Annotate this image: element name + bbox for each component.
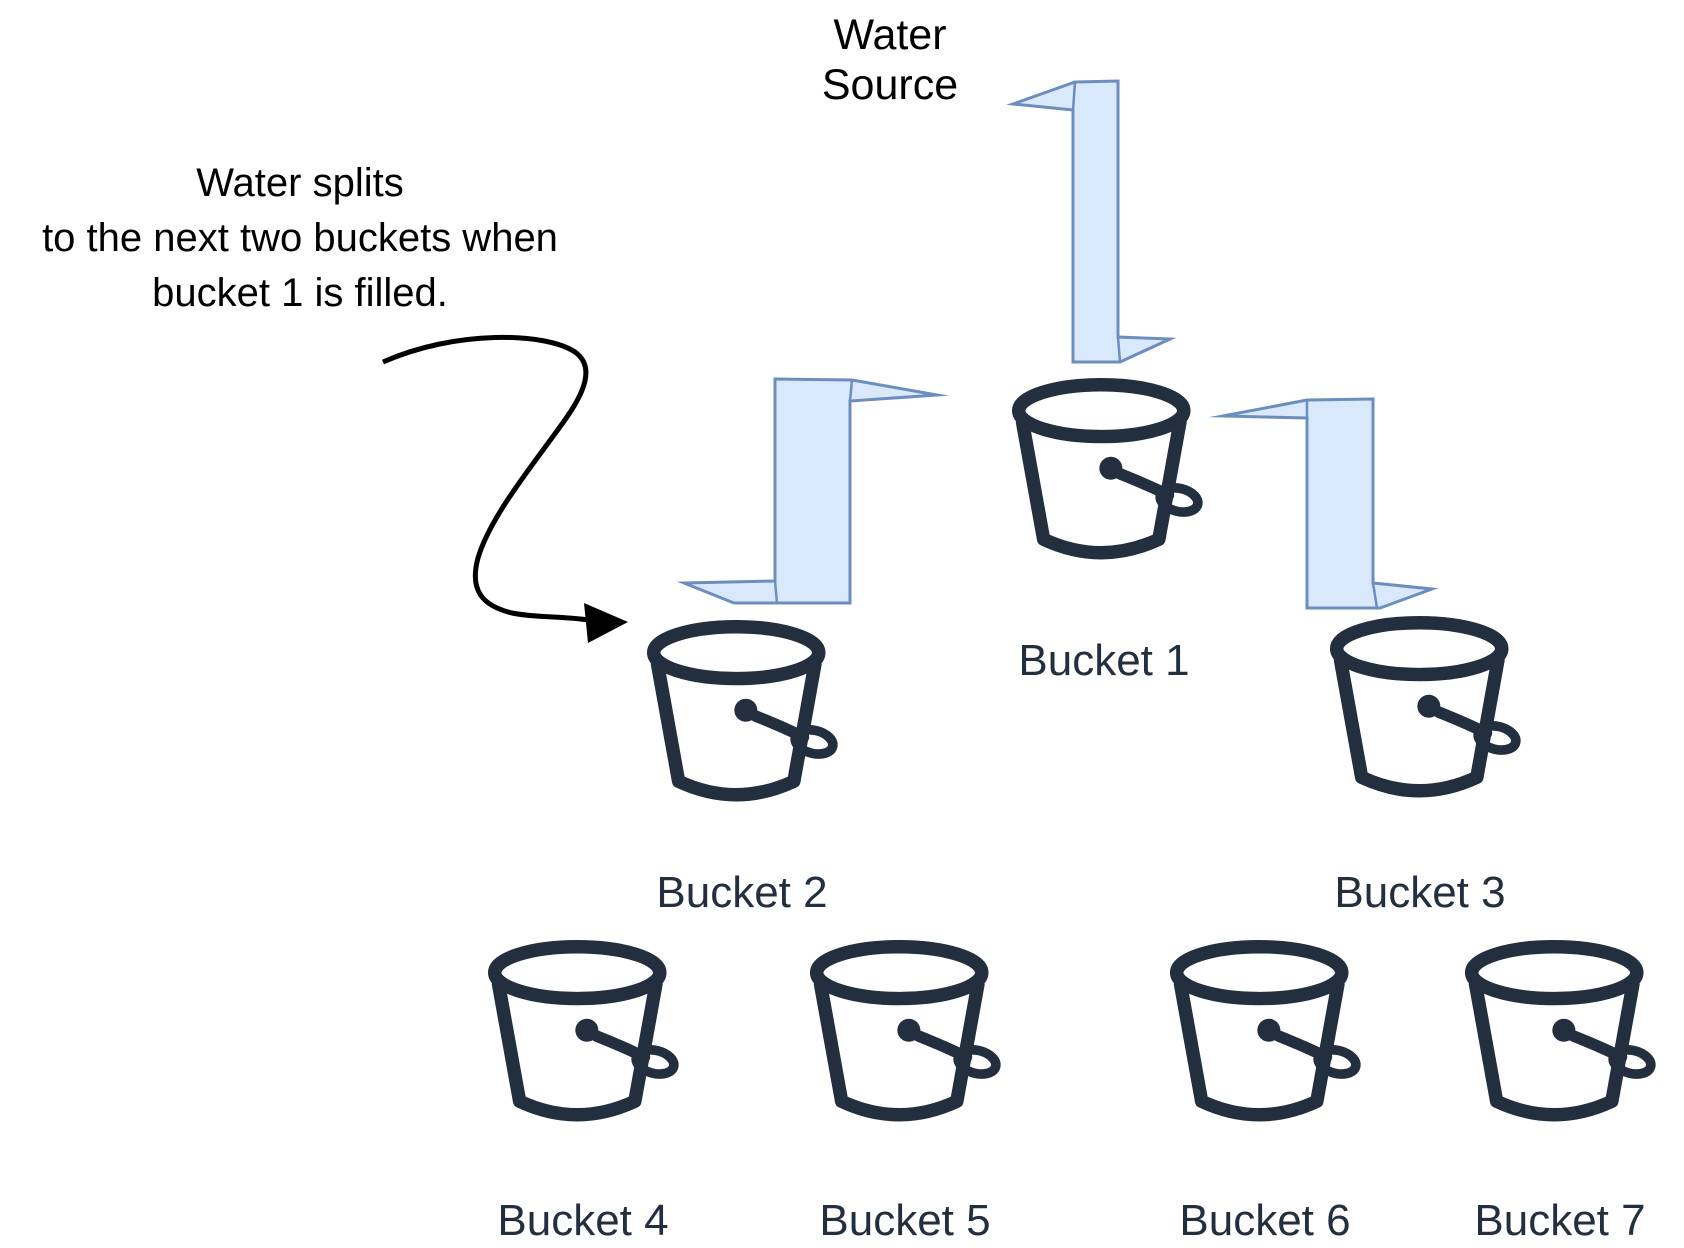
water-source-heading: Water Source — [822, 10, 958, 110]
flow-arrow-bucket1-to-bucket3-body — [1208, 397, 1439, 610]
water-source-line1: Water — [833, 11, 947, 59]
bucket-icon-5 — [817, 947, 999, 1115]
water-source-line2: Source — [821, 61, 959, 109]
annotation-arrow-curve — [381, 334, 589, 623]
bucket1-label: Bucket 1 — [1018, 636, 1190, 685]
bucket4-label: Bucket 4 — [497, 1196, 669, 1245]
bucket5-label: Bucket 5 — [819, 1196, 991, 1245]
flow-arrow-bucket1-to-bucket2 — [676, 377, 950, 605]
annotation-line3: bucket 1 is filled. — [152, 271, 448, 315]
flow-arrow-source-to-bucket1-body — [1006, 79, 1177, 364]
annotation-note: Water splits to the next two buckets whe… — [42, 156, 558, 321]
flow-arrow-bucket1-to-bucket2-body — [676, 377, 950, 605]
bucket-icon-3 — [1337, 623, 1519, 791]
bucket-icon-6 — [1177, 947, 1359, 1115]
bucket7-label: Bucket 7 — [1474, 1196, 1646, 1245]
annotation-arrowhead-icon — [584, 603, 628, 643]
bucket6-label: Bucket 6 — [1179, 1196, 1351, 1245]
bucket3-label: Bucket 3 — [1334, 868, 1506, 917]
flow-arrow-bucket1-to-bucket3 — [1208, 397, 1439, 610]
flow-arrow-source-to-bucket1 — [1006, 79, 1177, 364]
annotation-arrow — [381, 334, 628, 643]
annotation-line1: Water splits — [196, 161, 404, 205]
bucket2-label: Bucket 2 — [656, 868, 828, 917]
bucket-icon-4 — [495, 947, 677, 1115]
bucket-icon-1 — [1019, 385, 1201, 553]
flow-arrow-bucket1-to-bucket2-folds — [773, 379, 854, 604]
bucket-icon-7 — [1472, 947, 1654, 1115]
annotation-line2: to the next two buckets when — [42, 216, 558, 260]
bucket-icon-2 — [654, 627, 836, 795]
flow-arrow-source-to-bucket1-folds — [1071, 81, 1122, 363]
flow-arrow-bucket1-to-bucket3-folds — [1305, 400, 1379, 609]
